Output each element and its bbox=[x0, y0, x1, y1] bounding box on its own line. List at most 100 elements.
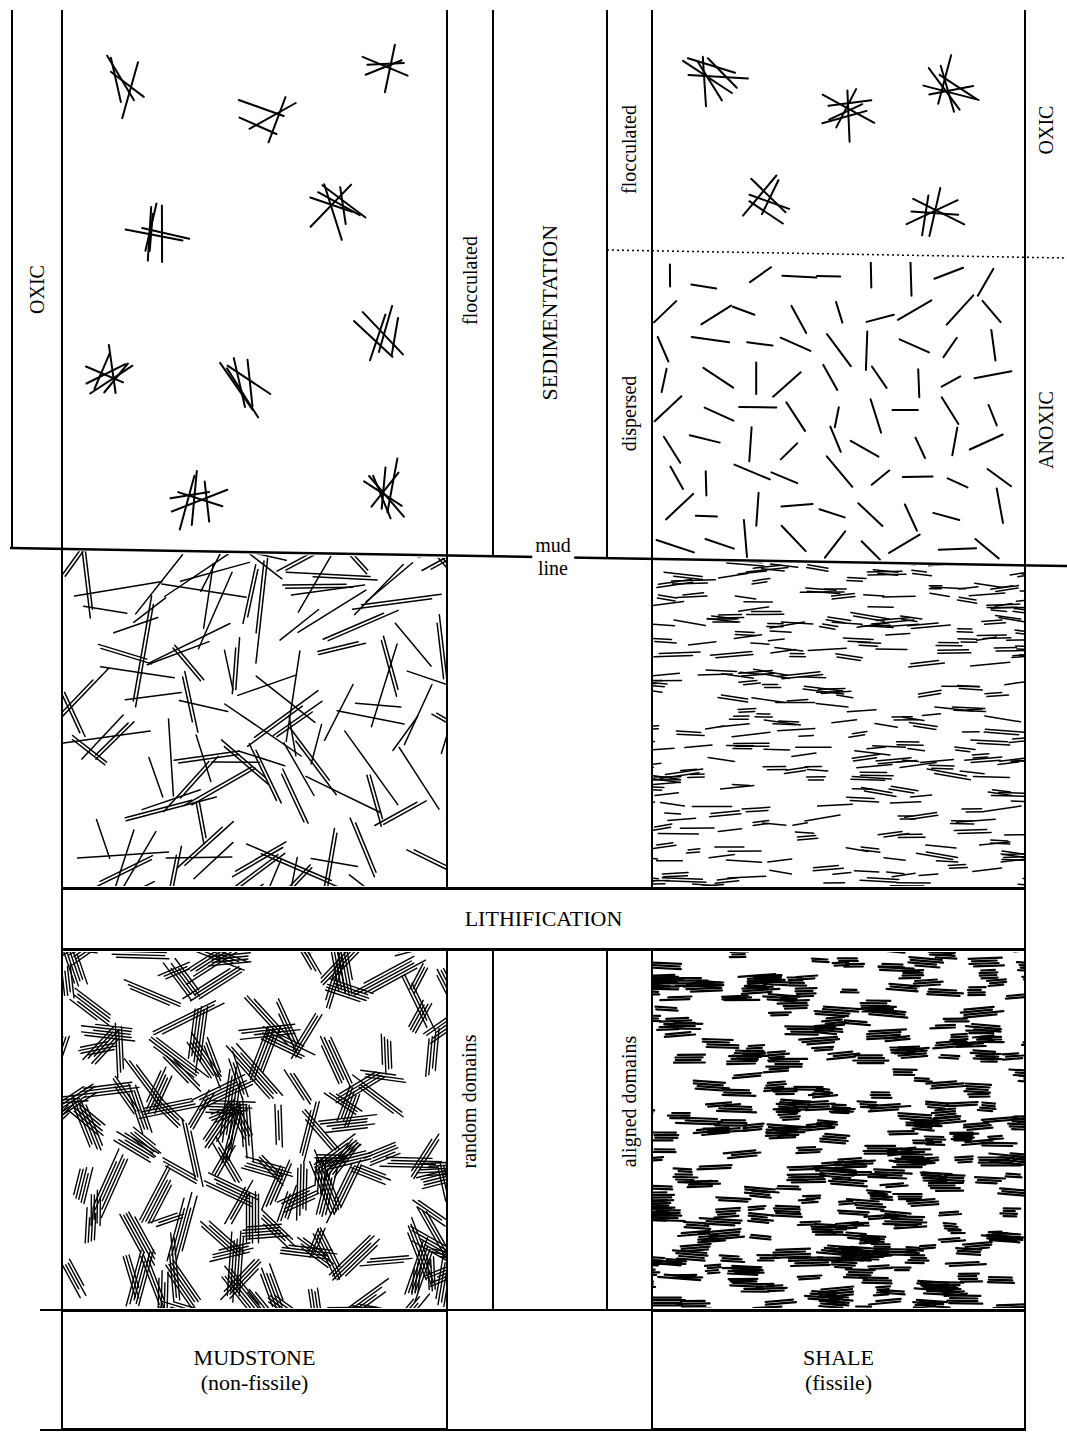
clay-platelet bbox=[97, 820, 110, 859]
clay-platelet bbox=[823, 624, 838, 627]
clay-platelet bbox=[649, 638, 671, 639]
clay-platelet bbox=[662, 878, 702, 880]
clay-platelet bbox=[1013, 611, 1037, 614]
clay-platelet bbox=[696, 515, 717, 518]
clay-platelet bbox=[847, 797, 874, 798]
clay-platelet bbox=[1006, 997, 1024, 999]
clay-platelet bbox=[209, 1221, 243, 1252]
clay-platelet bbox=[757, 713, 770, 715]
clay-platelet bbox=[857, 1308, 870, 1309]
clay-platelet bbox=[992, 795, 1036, 796]
clay-platelet bbox=[864, 1279, 892, 1282]
clay-platelet bbox=[424, 1011, 446, 1034]
clay-platelet bbox=[418, 1207, 446, 1226]
clay-platelet bbox=[635, 743, 650, 745]
clay-platelet bbox=[84, 1082, 132, 1088]
clay-platelet bbox=[161, 206, 163, 263]
clay-platelet bbox=[1002, 859, 1030, 861]
clay-platelet bbox=[950, 1132, 978, 1135]
clay-platelet bbox=[752, 582, 767, 584]
clay-platelet bbox=[322, 1046, 339, 1084]
clay-platelet bbox=[734, 743, 770, 745]
clay-platelet bbox=[350, 818, 374, 877]
clay-platelet bbox=[884, 834, 909, 837]
clay-platelet bbox=[968, 991, 985, 993]
clay-platelet bbox=[391, 1041, 392, 1068]
clay-platelet bbox=[887, 989, 918, 992]
clay-platelet bbox=[655, 396, 682, 421]
clay-platelet bbox=[800, 677, 826, 678]
clay-platelet bbox=[717, 1211, 740, 1213]
clay-platelet bbox=[824, 588, 846, 590]
clay-platelet bbox=[975, 539, 998, 558]
clay-platelet bbox=[393, 716, 418, 750]
clay-platelet bbox=[112, 954, 165, 955]
clay-platelet bbox=[973, 1050, 995, 1051]
clay-platelet bbox=[657, 978, 683, 981]
clay-platelet bbox=[753, 1307, 781, 1308]
clay-platelet bbox=[384, 1037, 386, 1074]
clay-platelet bbox=[822, 111, 866, 123]
clay-platelet bbox=[167, 1198, 184, 1260]
clay-platelet bbox=[739, 607, 769, 611]
clay-platelet bbox=[872, 1091, 890, 1093]
clay-platelet bbox=[958, 1160, 972, 1163]
clay-platelet bbox=[822, 1162, 843, 1164]
clay-platelet bbox=[823, 365, 837, 390]
clay-platelet bbox=[125, 692, 181, 699]
clay-platelet bbox=[163, 1003, 225, 1034]
clay-platelet bbox=[363, 57, 408, 76]
clay-platelet bbox=[388, 1040, 389, 1069]
clay-platelet bbox=[321, 952, 350, 978]
clay-platelet bbox=[296, 1015, 322, 1057]
clay-platelet bbox=[867, 315, 894, 322]
clay-platelet bbox=[747, 1047, 762, 1050]
clay-platelet bbox=[715, 1124, 746, 1126]
clay-platelet bbox=[959, 597, 976, 600]
clay-platelet bbox=[119, 1029, 121, 1072]
clay-platelet bbox=[629, 876, 658, 879]
clay-platelet bbox=[627, 879, 654, 881]
clay-platelet bbox=[942, 397, 959, 424]
clay-platelet bbox=[789, 1176, 803, 1178]
clay-platelet bbox=[709, 855, 734, 858]
clay-platelet bbox=[973, 776, 1009, 778]
clay-platelet bbox=[710, 814, 741, 817]
clay-platelet bbox=[151, 1037, 198, 1073]
clay-platelet bbox=[687, 852, 700, 853]
clay-platelet bbox=[989, 405, 997, 425]
clay-platelet bbox=[962, 1142, 992, 1145]
clay-platelet bbox=[109, 345, 116, 393]
clay-platelet bbox=[654, 1134, 678, 1136]
clay-platelet bbox=[212, 761, 260, 763]
clay-platelet bbox=[778, 1185, 798, 1188]
clay-platelet bbox=[199, 802, 206, 838]
clay-platelet bbox=[100, 856, 152, 882]
clay-platelet bbox=[278, 1111, 279, 1140]
clay-platelet bbox=[364, 956, 414, 983]
clay-platelet bbox=[798, 838, 818, 840]
clay-platelet bbox=[653, 1160, 662, 1163]
clay-platelet bbox=[335, 1160, 361, 1213]
clay-platelet bbox=[395, 952, 446, 956]
clay-platelet bbox=[817, 1226, 846, 1228]
clay-platelet bbox=[655, 642, 676, 643]
clay-platelet bbox=[936, 1024, 955, 1027]
clay-platelet bbox=[915, 966, 939, 968]
clay-platelet bbox=[992, 790, 1010, 792]
clay-platelet bbox=[797, 992, 816, 995]
clay-platelet bbox=[797, 835, 815, 837]
clay-platelet bbox=[948, 864, 965, 865]
clay-platelet bbox=[305, 1110, 339, 1150]
clay-platelet bbox=[173, 1260, 200, 1299]
clay-platelet bbox=[851, 779, 885, 780]
clay-platelet bbox=[1016, 645, 1030, 647]
clay-platelet bbox=[278, 952, 312, 969]
clay-platelet bbox=[779, 721, 799, 722]
clay-platelet bbox=[653, 1017, 658, 1020]
clay-platelet bbox=[744, 601, 772, 603]
clay-platelet bbox=[194, 843, 233, 879]
clay-platelet bbox=[653, 1299, 685, 1301]
clay-platelet bbox=[665, 813, 681, 814]
clay-platelet bbox=[1005, 834, 1027, 836]
